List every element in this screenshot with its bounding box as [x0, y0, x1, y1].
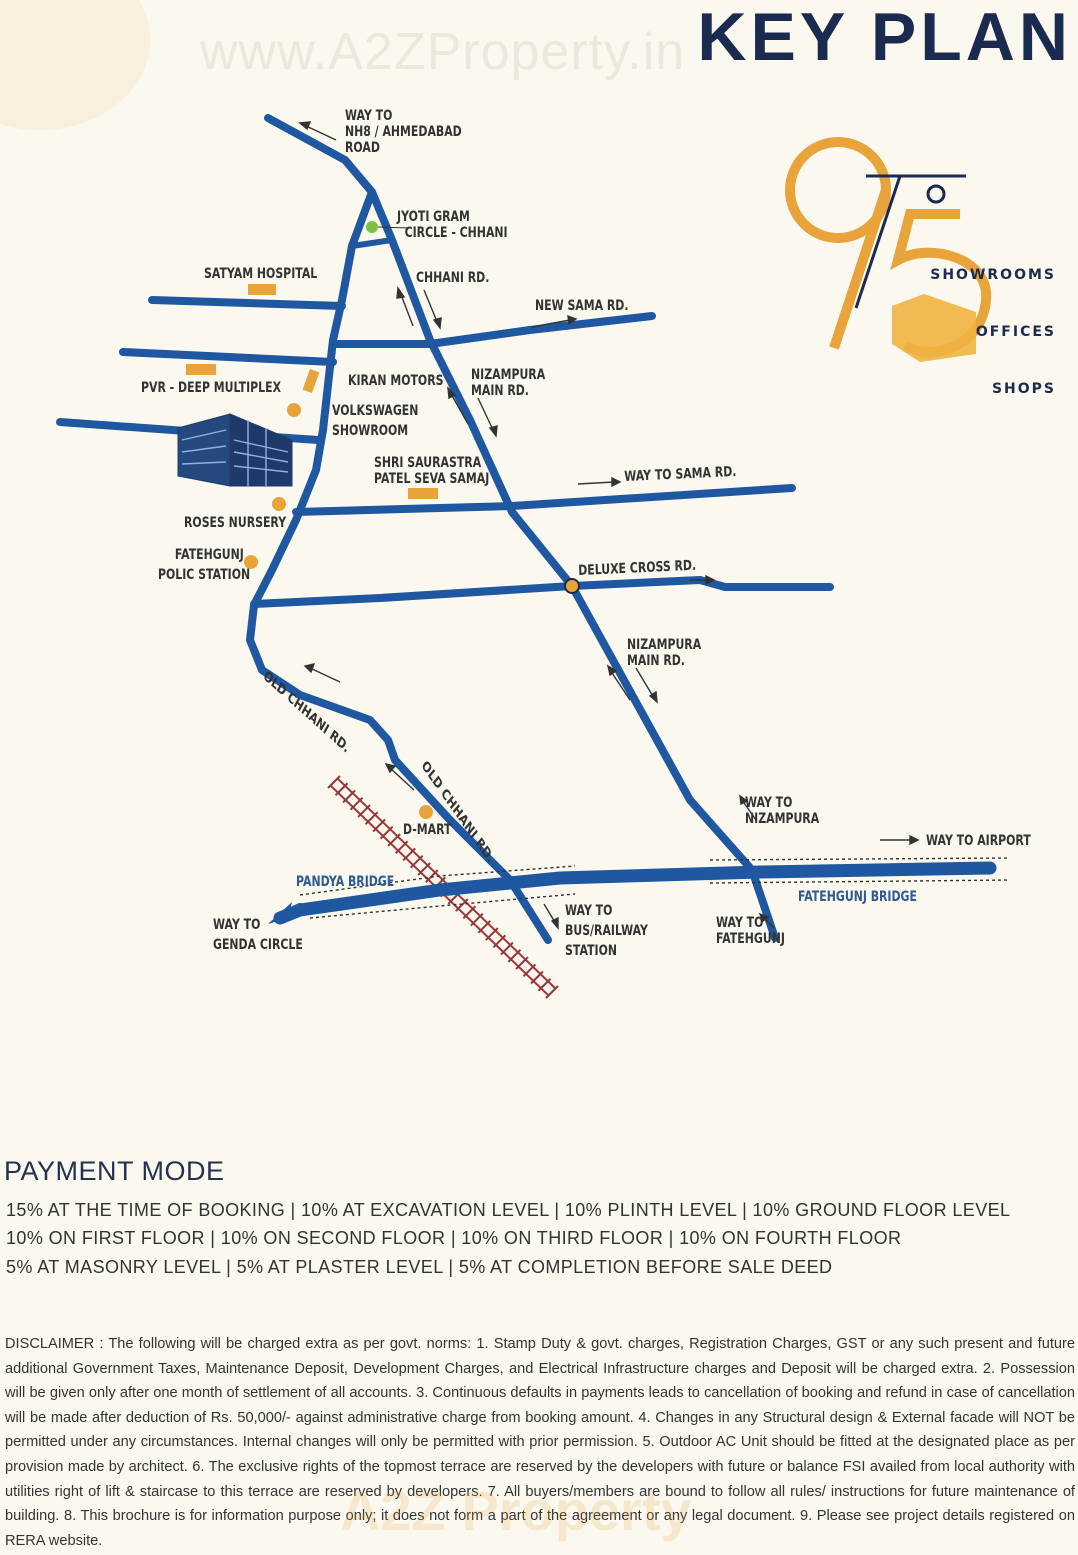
railway-tie — [402, 847, 416, 862]
railway-tie — [342, 789, 356, 804]
railway-tie — [462, 905, 477, 920]
label-shri-saurastra: SHRI SAURASTRA PATEL SEVA SAMAJ — [374, 455, 490, 487]
label-pandya-bridge: PANDYA BRIDGE — [296, 874, 395, 890]
tagline-line: SHOWROOMS — [930, 267, 1056, 283]
payment-line: 5% AT MASONRY LEVEL | 5% AT PLASTER LEVE… — [6, 1257, 833, 1277]
railway-tie — [507, 949, 522, 963]
railway-tie — [334, 782, 349, 796]
brand-tagline: SHOWROOMS OFFICES SHOPS — [916, 228, 1056, 418]
railway-tie — [387, 833, 401, 847]
label-way-genda: WAY TO GENDA CIRCLE — [213, 917, 303, 953]
railway-tie — [364, 811, 379, 825]
label-fatehgunj-police: FATEHGUNJ POLIC STATION — [158, 547, 251, 583]
volkswagen-marker — [287, 403, 301, 417]
payment-mode-title: PAYMENT MODE — [4, 1156, 225, 1186]
deluxe-cross-marker — [564, 578, 580, 594]
road-old-chhani — [246, 242, 552, 944]
road-sama — [292, 484, 796, 516]
railway-tie — [537, 978, 552, 992]
railway-tie — [409, 854, 424, 869]
label-way-airport: WAY TO AIRPORT — [926, 833, 1031, 849]
road-satyam — [148, 296, 346, 310]
direction-arrows — [298, 121, 920, 930]
railway-tie — [545, 985, 559, 999]
project-building-icon — [177, 413, 293, 487]
key-plan-map — [0, 0, 1011, 999]
label-volkswagen: VOLKSWAGEN SHOWROOM — [332, 403, 419, 439]
railway-tie — [470, 912, 484, 927]
railway-tie — [522, 963, 537, 977]
shri-saurastra-marker — [408, 488, 438, 499]
disclaimer-text: DISCLAIMER : The following will be charg… — [5, 1336, 1075, 1549]
footer-watermark: A2Z Property — [340, 1479, 692, 1542]
payment-line: 10% ON FIRST FLOOR | 10% ON SECOND FLOOR… — [6, 1228, 902, 1248]
road-deluxe — [250, 576, 834, 608]
pandya-bridge-edge-bottom — [309, 893, 576, 919]
label-way-nh8: WAY TO NH8 / AHMEDABAD ROAD — [345, 108, 462, 156]
brand-logo — [785, 137, 992, 357]
label-nizampura-main-1: NIZAMPURA MAIN RD. — [471, 367, 546, 399]
railway-tie — [425, 869, 439, 883]
tagline-line: SHOPS — [991, 381, 1056, 397]
jyoti-gram-marker — [366, 221, 378, 233]
railway-tie — [515, 956, 529, 970]
d-mart-marker — [419, 805, 433, 819]
logo-nine-stem — [829, 188, 891, 350]
pvr-marker — [186, 364, 216, 375]
tagline-line: OFFICES — [975, 324, 1056, 340]
railway-tie — [477, 920, 492, 934]
railway-tie — [485, 927, 499, 941]
railway-tie — [417, 862, 431, 876]
label-kiran-motors: KIRAN MOTORS — [348, 373, 444, 389]
page-title: KEY PLAN — [697, 0, 1072, 75]
railway-tie — [455, 898, 469, 912]
payment-line: 15% AT THE TIME OF BOOKING | 10% AT EXCA… — [6, 1200, 1011, 1220]
label-d-mart: D-MART — [403, 822, 452, 838]
fatehgunj-bridge-edge-bottom — [709, 879, 1011, 884]
railway-tie — [372, 818, 386, 833]
genda-arrow-icon — [268, 902, 292, 924]
label-fatehgunj-bridge: FATEHGUNJ BRIDGE — [798, 889, 917, 905]
railway-tie — [500, 941, 514, 956]
kiran-motors-marker — [302, 368, 320, 394]
label-roses-nursery: ROSES NURSERY — [184, 515, 287, 531]
logo-building-icon — [892, 294, 976, 362]
railway-tie — [530, 970, 544, 985]
railway-tie — [327, 775, 341, 789]
roses-nursery-marker — [272, 497, 286, 511]
railway-track — [327, 775, 559, 999]
logo-seven — [854, 174, 966, 309]
road-nizampura — [368, 188, 779, 942]
label-jyoti-gram: JYOTI GRAM CIRCLE - CHHANI — [397, 209, 508, 241]
road-new-sama — [329, 312, 656, 348]
road-nh8 — [264, 114, 376, 250]
label-new-sama-rd: NEW SAMA RD. — [535, 298, 629, 314]
label-nizampura-main-2: NIZAMPURA MAIN RD. — [627, 637, 702, 669]
satyam-hospital-marker — [248, 284, 276, 295]
label-satyam-hospital: SATYAM HOSPITAL — [204, 266, 318, 282]
label-pvr: PVR - DEEP MULTIPLEX — [141, 380, 282, 396]
decor-blob — [0, 0, 150, 130]
fatehgunj-police-marker — [244, 555, 258, 569]
label-way-bus: WAY TO BUS/RAILWAY STATION — [565, 903, 648, 959]
fatehgunj-bridge-edge-top — [709, 857, 1011, 861]
road-jyoti-link — [349, 237, 395, 249]
railway-tie — [349, 797, 364, 811]
railway-tie — [394, 840, 409, 854]
site-watermark: www.A2ZProperty.in — [200, 23, 686, 81]
railway-tie — [379, 825, 394, 840]
label-way-nizampura: WAY TO NIZAMPURA — [745, 795, 820, 827]
railway-tie — [357, 804, 371, 818]
railway-tie — [492, 934, 507, 949]
road-pvr — [119, 348, 337, 366]
label-chhani-rd: CHHANI RD. — [416, 270, 490, 286]
label-way-fatehgunj: WAY TO FATEHGUNJ — [716, 915, 785, 947]
